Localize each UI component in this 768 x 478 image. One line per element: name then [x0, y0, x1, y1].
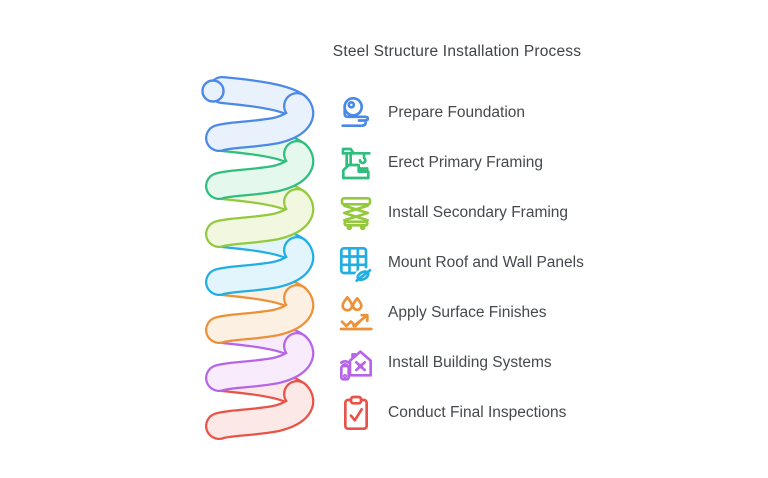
spiral-loop-front — [205, 140, 315, 200]
step-label: Prepare Foundation — [388, 104, 526, 121]
step-item: Mount Roof and Wall Panels — [336, 238, 584, 288]
tape-measure-icon — [336, 90, 376, 136]
spiral-loop-front — [205, 284, 315, 344]
step-item: Erect Primary Framing — [336, 138, 584, 188]
step-label: Install Secondary Framing — [388, 204, 569, 221]
spiral-loop-front — [205, 236, 315, 296]
step-item: Apply Surface Finishes — [336, 288, 584, 338]
step-item: Install Building Systems — [336, 338, 584, 388]
step-label: Mount Roof and Wall Panels — [388, 254, 584, 271]
surface-coating-icon — [336, 290, 376, 336]
step-label: Install Building Systems — [388, 354, 552, 371]
spiral-loop-front — [205, 332, 315, 392]
spiral-loop-front — [205, 380, 315, 440]
spiral-loop-front — [205, 92, 315, 152]
step-label: Conduct Final Inspections — [388, 404, 567, 421]
step-item: Prepare Foundation — [336, 88, 584, 138]
spiral-end-cap — [201, 79, 225, 103]
smart-home-systems-icon — [336, 340, 376, 386]
spiral-loop-front — [205, 188, 315, 248]
step-label: Erect Primary Framing — [388, 154, 544, 171]
clipboard-check-icon — [336, 390, 376, 436]
step-item: Conduct Final Inspections — [336, 388, 584, 438]
diagram-title: Steel Structure Installation Process — [332, 43, 582, 60]
step-item: Install Secondary Framing — [336, 188, 584, 238]
step-label: Apply Surface Finishes — [388, 304, 547, 321]
panel-grid-screw-icon — [336, 240, 376, 286]
tower-crane-icon — [336, 140, 376, 186]
scissor-lift-icon — [336, 190, 376, 236]
